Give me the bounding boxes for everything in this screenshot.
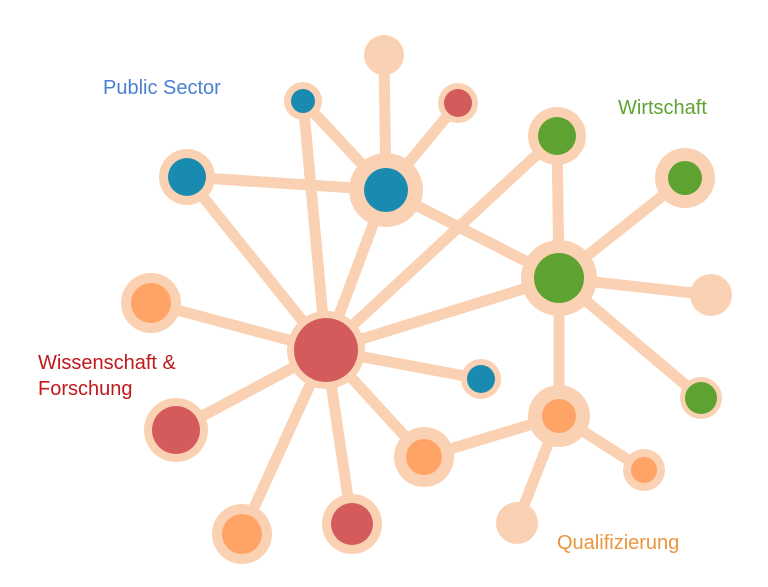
label-wissenschaft-line2: Forschung	[38, 378, 133, 400]
node-core	[152, 406, 200, 454]
node-public-top	[284, 82, 322, 120]
node-halo	[496, 502, 538, 544]
node-core	[168, 158, 206, 196]
node-core	[631, 457, 657, 483]
node-orange-left	[121, 273, 181, 333]
node-core	[467, 365, 495, 393]
node-core	[364, 168, 408, 212]
label-wirtschaft: Wirtschaft	[618, 97, 707, 119]
node-core	[331, 503, 373, 545]
node-orange-bottom-left	[212, 504, 272, 564]
node-public-left	[159, 149, 215, 205]
node-orange-mid	[394, 427, 454, 487]
nodes-layer	[121, 35, 732, 564]
label-wissenschaft-forschung: Wissenschaft & Forschung	[38, 350, 176, 402]
node-halo	[364, 35, 404, 75]
node-core	[131, 283, 171, 323]
node-green-top	[528, 107, 586, 165]
node-core	[294, 318, 358, 382]
node-halo	[690, 274, 732, 316]
node-core	[291, 89, 315, 113]
node-core	[685, 382, 717, 414]
label-qualifizierung: Qualifizierung	[557, 532, 680, 554]
link-science-hub-public-top	[297, 95, 332, 356]
node-core	[538, 117, 576, 155]
node-red-left-bottom	[144, 398, 208, 462]
node-business-hub	[521, 240, 597, 316]
node-peach-bottom	[496, 502, 538, 544]
node-qualification-hub	[528, 385, 590, 447]
node-orange-right	[623, 449, 665, 491]
node-green-right-top	[655, 148, 715, 208]
node-core	[534, 253, 584, 303]
label-wissenschaft-line1: Wissenschaft &	[38, 352, 176, 374]
node-green-right-bottom	[680, 377, 722, 419]
node-public-hub	[349, 153, 423, 227]
link-science-hub-green-top	[320, 130, 563, 356]
node-core	[668, 161, 702, 195]
node-peach-right	[690, 274, 732, 316]
node-core	[444, 89, 472, 117]
node-core	[222, 514, 262, 554]
node-core	[406, 439, 442, 475]
label-public-sector: Public Sector	[103, 77, 221, 99]
link-science-hub-business-hub	[320, 272, 565, 356]
node-blue-small	[461, 359, 501, 399]
node-red-bottom	[322, 494, 382, 554]
node-peach-top	[364, 35, 404, 75]
node-science-hub	[287, 311, 365, 389]
node-core	[542, 399, 576, 433]
node-red-top	[438, 83, 478, 123]
